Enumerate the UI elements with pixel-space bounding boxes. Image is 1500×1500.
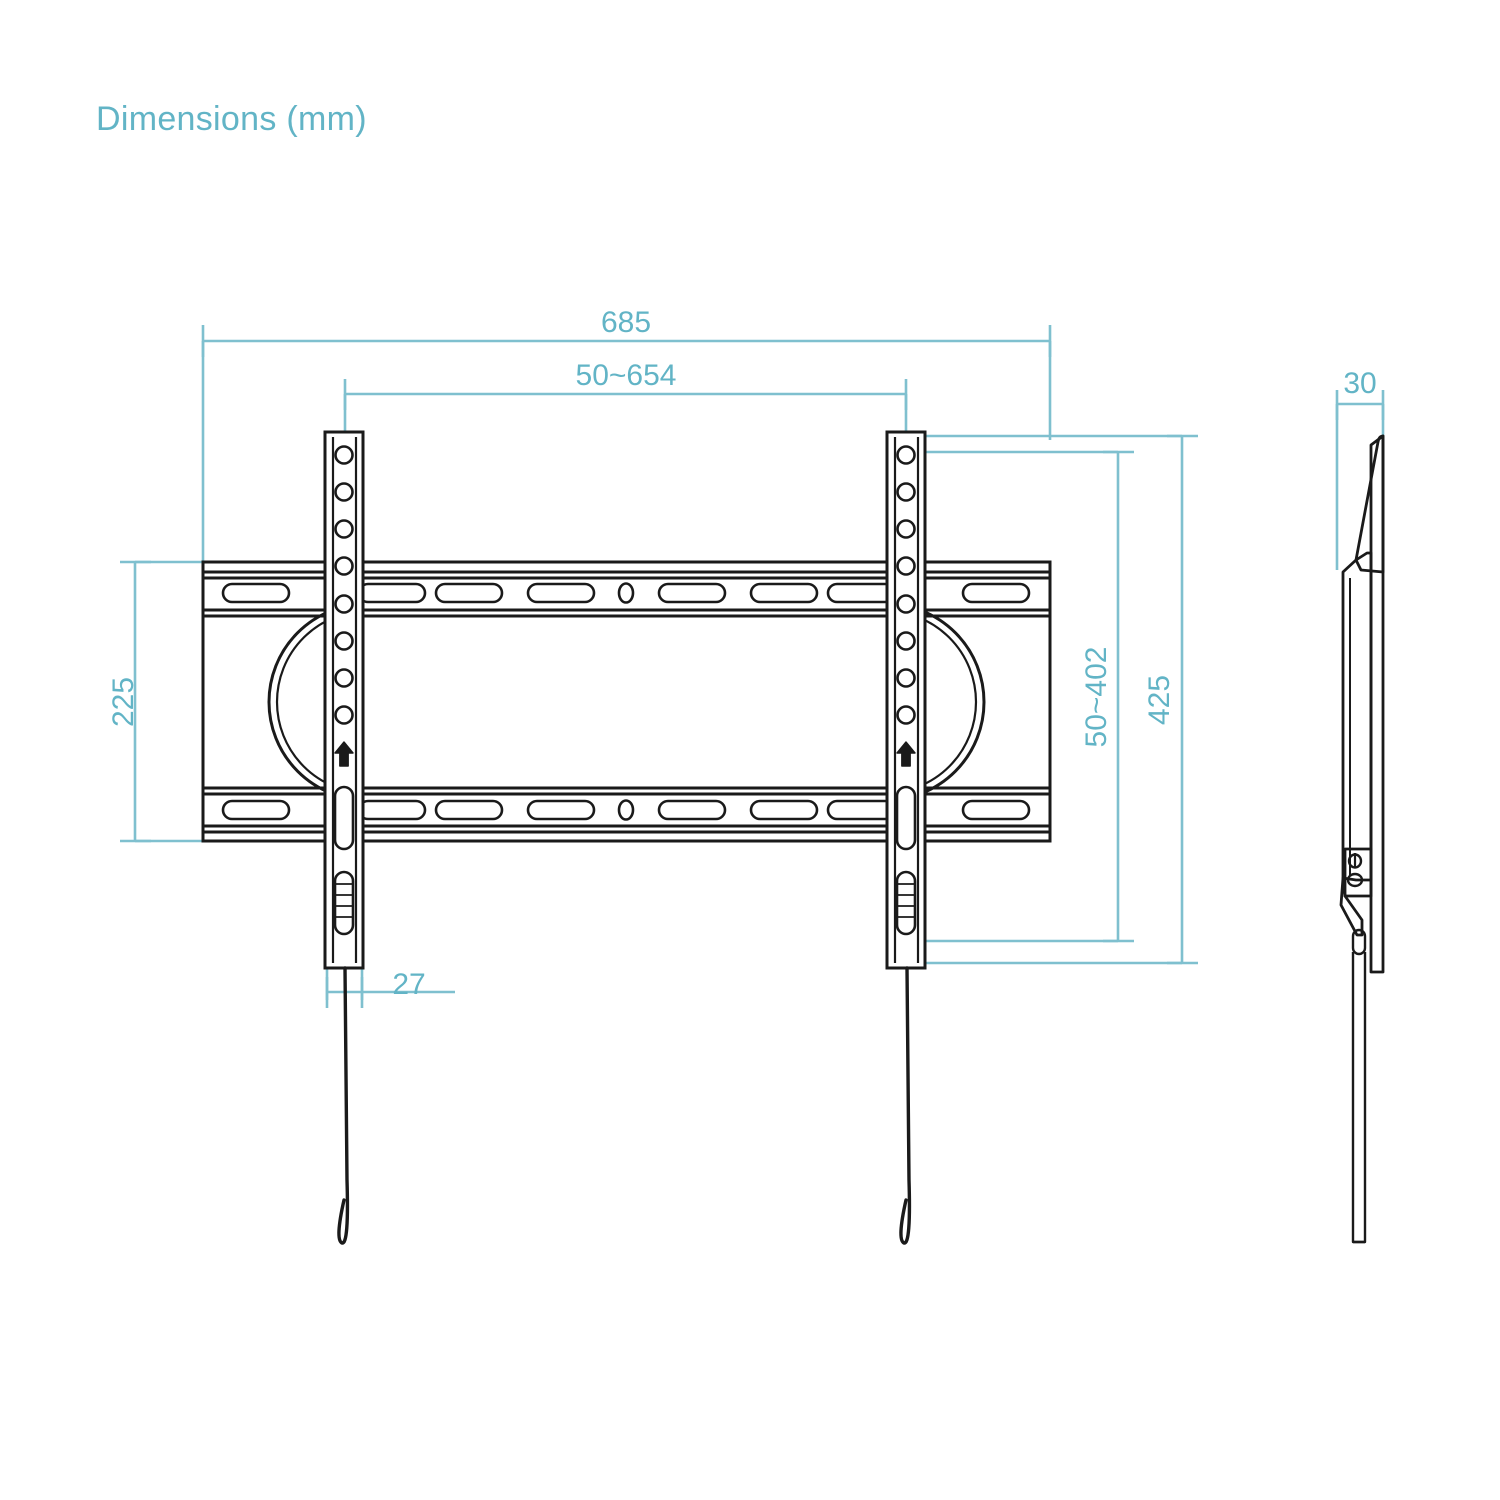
side-back-plate — [1369, 434, 1385, 974]
left-rail-slot-upper — [333, 785, 355, 851]
dim-label-overall-width: 685 — [601, 306, 651, 339]
top-center-hole — [617, 582, 635, 604]
page-title: Dimensions (mm) — [96, 100, 367, 138]
side-lower-tab — [1339, 876, 1364, 937]
dim-label-depth: 30 — [1343, 367, 1376, 400]
side-view — [1339, 434, 1385, 1244]
dim-rail-width — [325, 967, 455, 1008]
side-main-body — [1341, 551, 1373, 882]
dim-label-plate-height: 225 — [107, 677, 140, 727]
dim-plate-height — [120, 560, 205, 843]
dim-overall-width — [201, 325, 1052, 570]
side-pull-cord — [1351, 928, 1367, 1244]
pull-cords — [337, 966, 912, 1245]
dimension-labels-group: 685 50~654 225 50~402 425 27 30 — [107, 306, 1377, 1001]
right-pull-cord — [899, 966, 912, 1245]
dim-vesa-height — [906, 450, 1134, 943]
top-slot-row — [221, 582, 1031, 604]
dim-label-vesa-width: 50~654 — [576, 359, 677, 392]
dim-vesa-width — [343, 379, 908, 434]
side-bracket-detail — [1343, 847, 1373, 898]
left-pull-cord — [337, 966, 350, 1245]
bottom-slot-row — [221, 799, 1031, 821]
right-vertical-rail — [885, 430, 927, 970]
opening-mask — [360, 598, 894, 808]
front-view — [201, 430, 1052, 1245]
bottom-center-hole — [617, 799, 635, 821]
right-rail-slot-threaded — [895, 870, 917, 936]
left-vertical-rail — [323, 430, 365, 970]
dim-label-vesa-height: 50~402 — [1080, 647, 1113, 748]
right-rail-slot-upper — [895, 785, 917, 851]
left-rail-slot-threaded — [333, 870, 355, 936]
dim-overall-height — [906, 434, 1198, 965]
plate-side-edges — [201, 562, 1052, 841]
dim-label-rail-width: 27 — [392, 968, 425, 1001]
dim-label-overall-height: 425 — [1143, 675, 1176, 725]
dimension-lines-group — [120, 325, 1385, 1008]
